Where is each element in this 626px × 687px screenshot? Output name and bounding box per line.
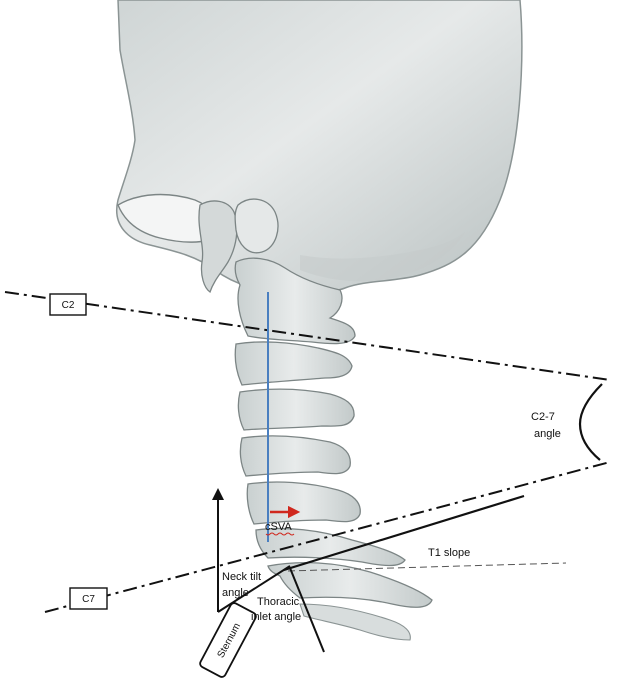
t1-slope-label: T1 slope (428, 547, 470, 559)
c2-7-angle-arc (580, 384, 602, 460)
skull-illustration (117, 0, 522, 292)
c7-label: C7 (82, 594, 95, 605)
neck-tilt-label-line1: Neck tilt (222, 571, 261, 583)
vertebra-c4 (238, 389, 354, 430)
csva-label: cSVA (265, 521, 292, 533)
skull-outline (117, 0, 522, 292)
thoracic-inlet-label-line1: Thoracic (257, 596, 300, 608)
occipital-condyle (235, 199, 278, 253)
c2-label: C2 (62, 300, 75, 311)
neck-tilt-label-line2: angle (222, 587, 249, 599)
vertebra-c3 (235, 342, 352, 385)
c7-label-box: C7 (70, 588, 107, 609)
sternum-box: Sternum (199, 602, 258, 679)
thoracic-inlet-label-line2: inlet angle (251, 611, 301, 623)
vertebra-c6 (247, 482, 360, 524)
vertebra-c5 (240, 436, 350, 476)
c2-7-angle-label-line1: C2-7 (531, 411, 555, 423)
c2-7-angle-label-line2: angle (534, 428, 561, 440)
c2-label-box: C2 (50, 294, 86, 315)
